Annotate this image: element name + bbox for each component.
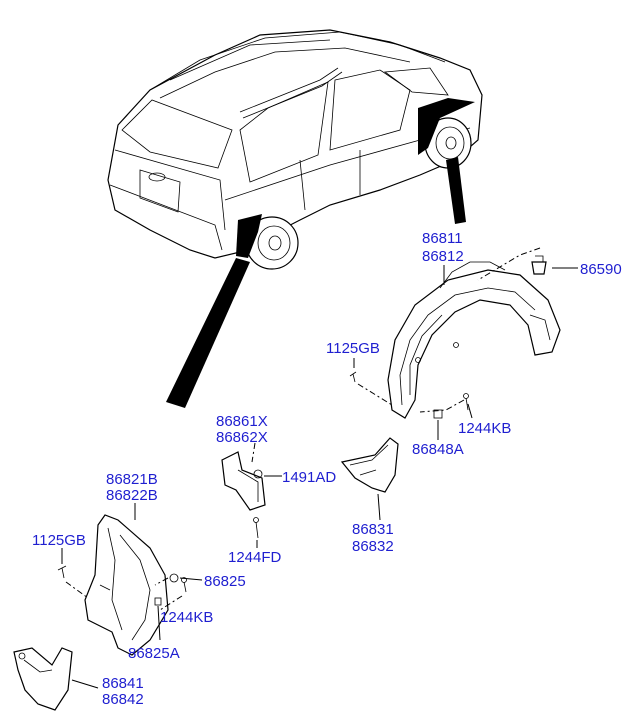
label-1125gb-upper: 1125GB [326, 340, 380, 357]
vehicle-illustration [107, 29, 483, 408]
rear-mud-guard [13, 647, 73, 711]
label-1244kb-upper: 1244KB [458, 420, 511, 437]
label-86825a: 86825A [128, 645, 180, 662]
label-1125gb-lower: 1125GB [32, 532, 86, 549]
label-86832: 86832 [352, 538, 394, 555]
label-86825: 86825 [204, 573, 246, 590]
label-1244kb-lower: 1244KB [160, 609, 213, 626]
label-1491ad: 1491AD [282, 469, 336, 486]
label-86842: 86842 [102, 691, 144, 708]
label-86812: 86812 [422, 248, 464, 265]
rear-wheel-guard [84, 514, 169, 656]
part-labels: 86811 86812 86590 1125GB 1244KB 86848A 8… [32, 230, 622, 708]
front-wheel-guard [387, 261, 561, 419]
label-86811: 86811 [422, 230, 463, 247]
label-1244fd: 1244FD [228, 549, 282, 566]
label-86831: 86831 [352, 521, 394, 538]
label-86841: 86841 [102, 675, 144, 692]
leader-lines [61, 247, 578, 689]
front-mud-guard [340, 437, 399, 493]
label-86862x: 86862X [216, 429, 268, 446]
label-86590: 86590 [580, 261, 622, 278]
label-86822b: 86822B [106, 487, 158, 504]
label-86861x: 86861X [216, 413, 268, 430]
label-86821b: 86821B [106, 471, 158, 488]
mud-guard-bracket [221, 451, 266, 511]
fasteners [57, 255, 547, 606]
label-86848a: 86848A [412, 441, 464, 458]
